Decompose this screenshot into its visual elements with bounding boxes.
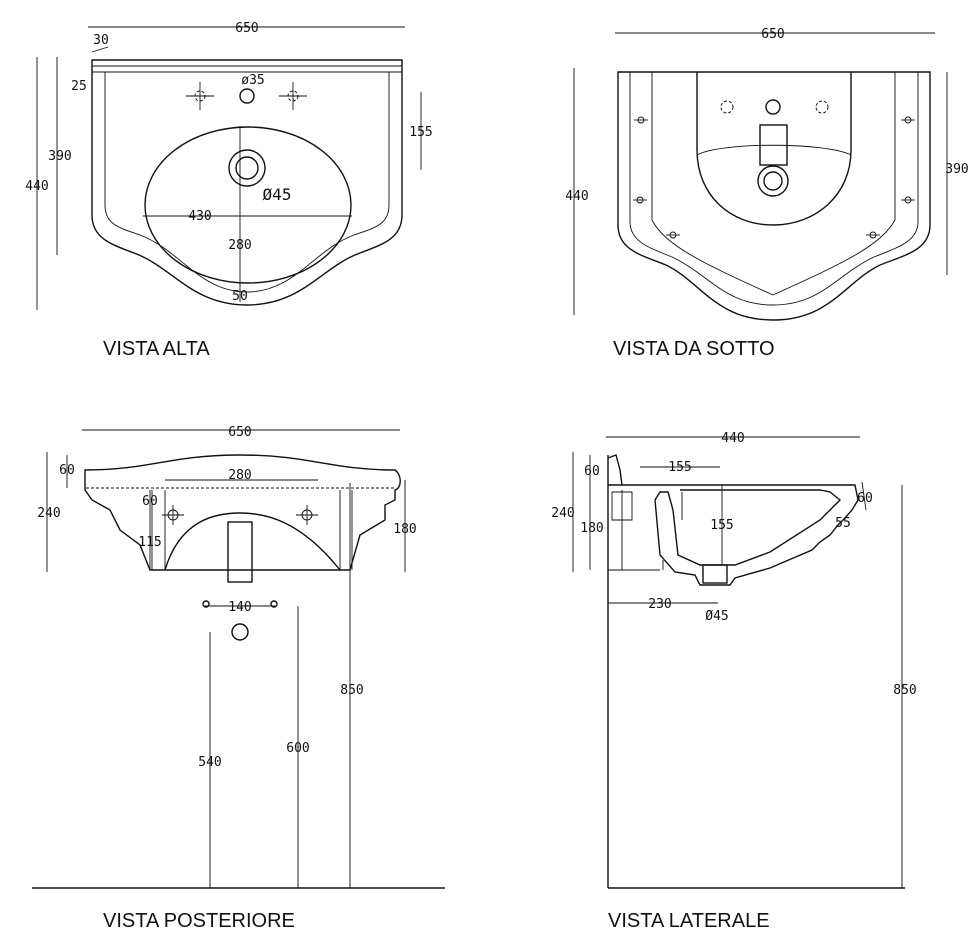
dim-depth-inner: 390	[945, 162, 968, 177]
dim-depth-inner: 390	[48, 149, 71, 164]
bottom-view: 650 440 390 VISTA DA SOTTO	[565, 27, 968, 360]
dim-tap-hole: ø35	[241, 73, 264, 88]
dim-rim: 30	[93, 33, 109, 48]
top-view-outline	[91, 59, 403, 306]
top-view-inner-outline	[104, 72, 390, 293]
dim-drain-offset: 230	[648, 597, 671, 612]
dim-depth: 440	[721, 431, 744, 446]
dim-width: 650	[235, 21, 258, 36]
bowl-underside	[696, 72, 852, 226]
dim-depth-total: 440	[25, 179, 48, 194]
dim-front-lip: 55	[835, 516, 851, 531]
top-view: 650 30 25 390 440 155 430 280 50 ø35 Ø45…	[25, 21, 432, 360]
dim-depth-total: 440	[565, 189, 588, 204]
dim-inner: 115	[138, 535, 161, 550]
dim-bowl: 280	[228, 468, 251, 483]
dim-side: 180	[393, 522, 416, 537]
bottom-view-outline	[617, 71, 931, 321]
rear-view: 650 60 240 280 60 115 180 140 540 600 85…	[32, 425, 445, 932]
dim-total-height: 850	[340, 683, 363, 698]
drain-outer	[757, 165, 789, 197]
drain-outer	[228, 149, 266, 187]
dim-width: 650	[228, 425, 251, 440]
dim-height: 240	[37, 506, 60, 521]
dim-fix-spacing: 140	[228, 600, 251, 615]
dim-fix-height: 540	[198, 755, 221, 770]
dim-bowl-width: 430	[188, 209, 211, 224]
dim-tap-offset: 155	[409, 125, 432, 140]
dim-top: 60	[584, 464, 600, 479]
tap-mark-left	[186, 82, 214, 110]
bowl	[144, 126, 352, 284]
dim-bowl-depth: 155	[710, 518, 733, 533]
dim-front-rim: 60	[857, 491, 873, 506]
dim-tap: 155	[668, 460, 691, 475]
view-title-rear: VISTA POSTERIORE	[103, 910, 295, 932]
dim-body: 180	[580, 521, 603, 536]
drain-inner	[235, 156, 259, 180]
dim-inner-top: 60	[142, 494, 158, 509]
dim-drain: Ø45	[705, 609, 728, 624]
dim-drain: Ø45	[263, 185, 292, 204]
rear-view-outline	[84, 454, 401, 571]
dim-rim-depth: 25	[71, 79, 87, 94]
view-title-bottom: VISTA DA SOTTO	[613, 338, 775, 360]
fixing-points	[633, 116, 915, 239]
dim-top: 60	[59, 463, 75, 478]
drain-outlet	[231, 623, 249, 641]
dim-drain-height: 600	[286, 741, 309, 756]
tap-mark-right	[279, 82, 307, 110]
view-title-top: VISTA ALTA	[103, 338, 210, 360]
dim-bowl-depth: 280	[228, 238, 251, 253]
top-view-dimension-lines	[36, 26, 422, 310]
rear-bowl	[164, 512, 341, 571]
view-title-side: VISTA LATERALE	[608, 910, 770, 932]
dim-height: 240	[551, 506, 574, 521]
tap-hole	[239, 88, 255, 104]
side-profile-outline	[608, 484, 859, 586]
dim-total-height: 850	[893, 683, 916, 698]
dim-width: 650	[761, 27, 784, 42]
dim-front: 50	[232, 289, 248, 304]
fixing-marks	[162, 505, 318, 525]
side-view: 440 60 240 180 155 155 60 55 230 Ø45 850…	[551, 431, 916, 932]
